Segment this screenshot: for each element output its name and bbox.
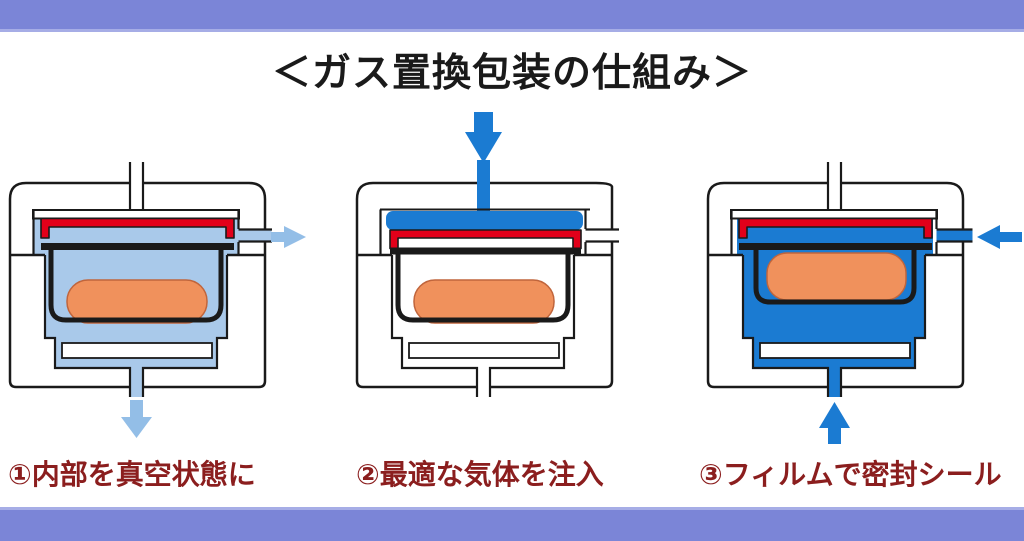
cavity-walls [730, 210, 938, 255]
gas-pressure-arrow-up-icon [819, 402, 850, 428]
injected-gas-band [386, 211, 583, 230]
right-pipe [585, 228, 619, 243]
top-banner [0, 0, 1024, 32]
lid-film [40, 217, 235, 239]
bottom-banner [0, 507, 1024, 541]
mold-outline [43, 255, 229, 397]
right-pipe [238, 228, 272, 243]
sealing-head [32, 209, 240, 220]
cavity-walls [32, 210, 240, 255]
tray [395, 247, 571, 323]
step-1-caption: ①内部を真空状態に [8, 459, 256, 490]
right-pipe-flow [936, 230, 973, 241]
diagram-title: ＜ガス置換包装の仕組み＞ [271, 52, 752, 95]
gas-injection-stage-diagram [355, 112, 619, 397]
platen-slot [61, 342, 213, 359]
right-pipe [936, 228, 973, 243]
top-pipe [128, 162, 145, 210]
air-exhaust-arrow-right-icon [284, 226, 306, 248]
tray [753, 247, 917, 305]
gas-pressure-arrow-left-icon [977, 225, 1000, 249]
sealing-head [730, 209, 938, 220]
platen-slot [759, 342, 911, 359]
mold-outline [390, 255, 576, 397]
top-pipe [826, 162, 843, 210]
mold-outline [741, 255, 927, 397]
platen-slot [408, 342, 560, 359]
vacuum-stage-diagram [8, 162, 306, 438]
gas-inlet-pipe-flow [477, 160, 490, 212]
step-3-caption: ③フィルムで密封シール [699, 459, 1002, 490]
air-exhaust-arrow-down-icon [121, 417, 152, 438]
food-item [413, 279, 555, 324]
gas-inlet-arrow-down-icon [465, 132, 502, 163]
food-item [66, 279, 208, 324]
seal-bar [41, 243, 234, 250]
seal-bar [390, 247, 581, 255]
tray [48, 247, 224, 323]
seal-bar [739, 243, 932, 250]
lid-film [738, 217, 933, 239]
step-2-caption: ②最適な気体を注入 [356, 459, 604, 490]
cavity-walls [379, 209, 587, 255]
film-seal-stage-diagram [706, 162, 1022, 444]
food-item [766, 252, 907, 301]
right-pipe-flow [238, 230, 272, 241]
